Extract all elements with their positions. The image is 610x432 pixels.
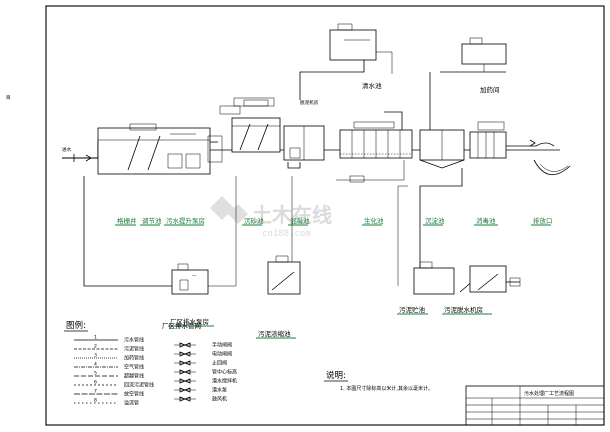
unit-clear-water-tank: 清水池: [299, 23, 393, 100]
unit-sludge-thickener: 污泥浓缩池: [256, 255, 301, 339]
legend-line-number: 3: [94, 353, 97, 359]
legend-left-item: 1 污水管线: [74, 335, 144, 344]
legend-line-number: 1: [94, 335, 97, 341]
legend: 图例: 厂区排水管网 1 污水管线 2 污泥管线 3 加药管线 4 空气管线 5 超越管线 6 回流污…: [64, 320, 237, 407]
legend-line-number: 5: [94, 371, 97, 377]
legend-valve-symbol: [179, 360, 191, 366]
legend-right-item: 止回阀: [174, 360, 227, 367]
title-block: 污水处理厂工艺流程图: [465, 385, 605, 426]
legend-right-item: 潜水泵: [174, 387, 227, 394]
legend-valve-symbol: [179, 342, 191, 348]
legend-right-item: 鼓风机: [174, 396, 227, 403]
legend-right-label: 潜水泵: [212, 387, 227, 394]
legend-left-label: 超越管线: [124, 373, 144, 380]
unit-label-7: 沉淀池: [425, 216, 445, 225]
notes: 说明: 1. 本图尺寸除标高以米计,其余以毫米计。: [324, 370, 433, 392]
legend-valve-symbol: [179, 351, 191, 357]
unit-sludge-storage: 污泥贮池 污泥脱水机房: [397, 261, 521, 315]
legend-right-item: 电动闸阀: [174, 351, 232, 358]
legend-left-label: 污水管线: [124, 337, 144, 344]
top-unit-label-3: 脱泥机房: [300, 99, 319, 106]
unit-grit-chamber: [207, 99, 281, 163]
legend-left-label: 污泥管线: [124, 346, 144, 353]
legend-valve-symbol: [179, 369, 191, 375]
top-unit-label-1: 清水池: [362, 81, 382, 90]
unit-label-6: 生化池: [364, 216, 384, 225]
unit-label-1: 格栅井: [117, 216, 137, 225]
legend-left-column: 1 污水管线 2 污泥管线 3 加药管线 4 空气管线 5 超越管线 6 回流污泥管线 7 放空管线 8 溢流…: [74, 335, 154, 407]
legend-left-label: 回流污泥管线: [124, 382, 154, 389]
return-line-left: [83, 176, 176, 287]
unit-dewatering-room: 脱泥机房: [233, 97, 319, 107]
unit-label-9: 排放口: [533, 216, 553, 225]
legend-left-item: 3 加药管线: [74, 353, 144, 362]
legend-left-item: 8 溢流管: [74, 398, 139, 407]
title-block-title: 污水处理厂工艺流程图: [524, 390, 574, 397]
sludge-line-2: [397, 185, 408, 286]
legend-right-item: 潜水搅拌机: [174, 378, 237, 385]
legend-valve-symbol: [179, 396, 191, 402]
notes-line-1: 1. 本图尺寸除标高以米计,其余以毫米计。: [340, 385, 433, 392]
unit-outfall: [506, 139, 571, 175]
legend-left-item: 2 污泥管线: [74, 344, 144, 353]
sludge-line: [419, 168, 463, 268]
legend-valve-symbol: [179, 378, 191, 384]
unit-label-5: 混凝池: [290, 216, 310, 225]
inlet: 进水: [62, 146, 92, 162]
unit-label-2: 调节池: [142, 216, 162, 225]
bottom-unit-label-2: 污泥浓缩池: [258, 329, 291, 338]
legend-left-label: 加药管线: [124, 355, 144, 362]
legend-right-label: 管中心标高: [212, 369, 237, 376]
unit-label-4: 沉砂池: [244, 216, 264, 225]
legend-left-label: 放空管线: [124, 391, 144, 398]
legend-right-label: 潜水搅拌机: [212, 378, 237, 385]
unit-drainage-pump-station: — 厂区排水泵房: [168, 263, 214, 327]
unit-dosing-room: 加药间: [429, 37, 507, 130]
notes-title: 说明:: [326, 370, 346, 381]
unit-coagulation: [283, 125, 325, 169]
bottom-unit-label-3: 污泥贮池: [399, 305, 426, 314]
legend-left-item: 4 空气管线: [74, 362, 144, 371]
unit-disinfection: [469, 121, 507, 159]
legend-right-label: 止回阀: [212, 360, 227, 367]
margin-mark: 目: [6, 95, 11, 101]
unit-sedimentation: [419, 129, 465, 169]
legend-left-item: 6 回流污泥管线: [74, 380, 154, 389]
top-unit-label-2: 加药间: [480, 85, 500, 94]
legend-right-label: 鼓风机: [212, 396, 227, 403]
legend-header: 厂区排水管网: [162, 321, 201, 330]
reflux-line: [336, 160, 405, 181]
legend-right-label: 手动闸阀: [212, 342, 232, 349]
legend-left-label: 空气管线: [124, 364, 144, 371]
unit-label-3: 污水提升泵房: [166, 216, 205, 225]
legend-right-item: 手动闸阀: [174, 342, 232, 349]
watermark: 土木在线 co188.com: [210, 196, 332, 239]
legend-left-label: 溢流管: [124, 400, 139, 407]
legend-line-number: 6: [94, 380, 97, 386]
legend-valve-symbol: [179, 387, 191, 393]
drawing-frame: [45, 5, 605, 426]
legend-title: 图例:: [66, 320, 86, 331]
svg-text:—: —: [192, 274, 197, 279]
bottom-unit-label-4: 污泥脱水机房: [444, 305, 483, 314]
legend-right-item: 管中心标高: [174, 369, 237, 376]
legend-left-item: 7 放空管线: [74, 389, 144, 398]
legend-line-number: 7: [94, 389, 97, 395]
legend-line-number: 4: [94, 362, 97, 368]
unit-label-8: 消毒池: [476, 216, 496, 225]
unit-lift-pump-house: [97, 123, 218, 175]
legend-left-item: 5 超越管线: [74, 371, 144, 380]
unit-label-row: 格栅井 调节池 污水提升泵房 沉砂池 混凝池 生化池 沉淀池 消毒池 排放口: [115, 216, 553, 226]
legend-line-number: 8: [94, 398, 97, 404]
watermark-url: co188.com: [262, 229, 311, 239]
unit-bio-tank: [339, 111, 413, 159]
legend-line-number: 2: [94, 344, 97, 350]
bottom-unit-label-1: 厂区排水泵房: [170, 317, 209, 326]
return-line-mid: [190, 176, 237, 287]
legend-right-label: 电动闸阀: [212, 351, 232, 358]
inlet-label: 进水: [62, 146, 72, 153]
